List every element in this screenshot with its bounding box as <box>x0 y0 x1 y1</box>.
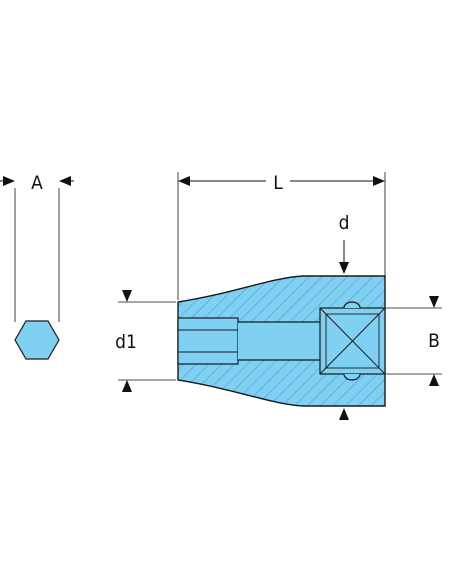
dimension-l: L <box>177 172 386 300</box>
arrow-head <box>59 176 71 186</box>
label-b: B <box>428 330 440 352</box>
hex-bore <box>178 318 238 364</box>
socket-section <box>177 275 386 407</box>
dimension-d: d <box>339 212 350 420</box>
detent-bottom <box>344 374 360 380</box>
arrow-head <box>178 176 190 186</box>
dimension-a: A <box>0 172 74 322</box>
detent-bottom-outline <box>343 373 361 381</box>
square-drive-inner <box>325 313 380 369</box>
dimension-b: B <box>386 296 442 386</box>
arrow-head <box>122 380 132 392</box>
label-a: A <box>31 172 43 194</box>
arrow-head <box>373 176 385 186</box>
arrow-head <box>339 408 349 420</box>
arrow-head <box>122 290 132 302</box>
detent-top <box>344 302 360 308</box>
label-l: L <box>273 172 283 194</box>
hex-end-view <box>15 321 59 359</box>
detent-top-outline <box>343 301 361 309</box>
dimension-d1: d1 <box>115 290 176 392</box>
arrow-head <box>3 176 15 186</box>
arrow-head <box>339 262 349 274</box>
hex-outline <box>14 320 60 360</box>
drive-diagonal <box>319 307 386 375</box>
label-d1: d1 <box>115 331 137 353</box>
arrow-head <box>429 296 439 308</box>
label-d: d <box>339 212 350 234</box>
neck-channel <box>238 322 320 360</box>
arrow-head <box>429 374 439 386</box>
